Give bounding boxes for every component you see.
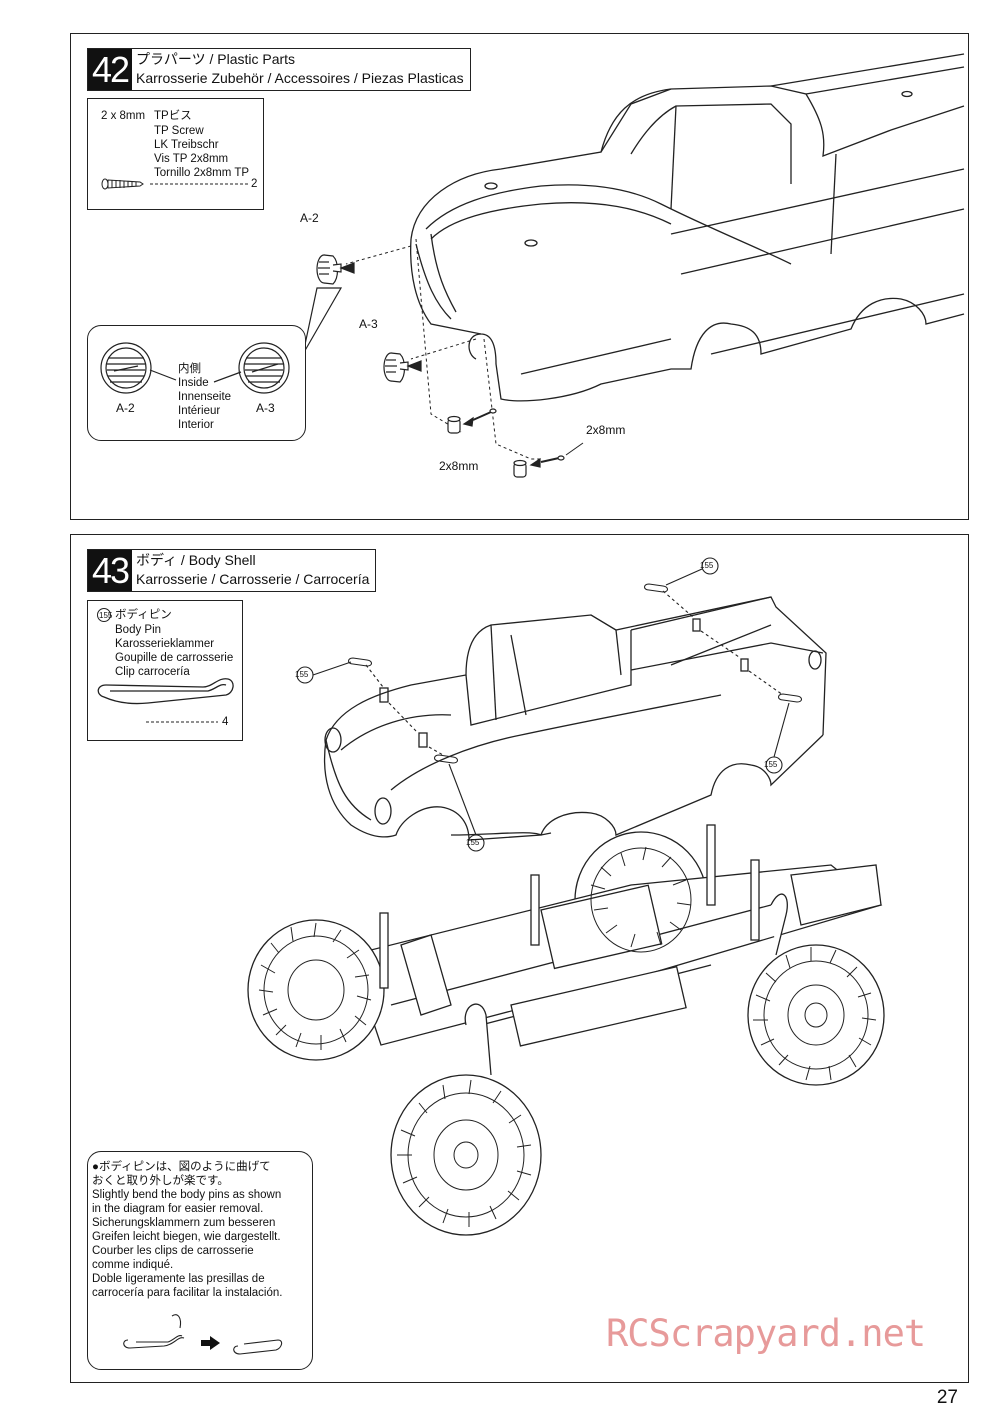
step-42-panel: 42 プラパーツ / Plastic Parts Karrosserie Zub…: [70, 33, 969, 520]
callout-a2-label: A-2: [116, 401, 135, 415]
step-43-panel: 43 ボディ / Body Shell Karrosserie / Carros…: [70, 534, 969, 1383]
parts-box-screw: 2 x 8mm TPビス TP Screw LK Treibschr Vis T…: [87, 98, 264, 210]
step-42-header: 42 プラパーツ / Plastic Parts Karrosserie Zub…: [87, 48, 471, 91]
step-43-header: 43 ボディ / Body Shell Karrosserie / Carros…: [87, 549, 377, 592]
inside-label-jp: 内側: [178, 363, 201, 375]
step-title-jp-en: プラパーツ / Plastic Parts: [136, 51, 296, 67]
inside-label-en: Inside: [178, 377, 209, 389]
plastic-parts-illustration: [302, 53, 965, 478]
note-line: comme indiqué.: [92, 1259, 174, 1271]
screw-label-left: 2x8mm: [439, 459, 479, 473]
part-name-fr: Goupille de carrosserie: [115, 652, 234, 664]
watermark: RCScrapyard.net: [606, 1312, 926, 1355]
note-line: ●ボディピンは、図のように曲げて: [92, 1161, 271, 1173]
body-shell-illustration: [247, 557, 885, 1236]
inside-view-icons: [100, 342, 290, 394]
part-name-jp: ボディピン: [115, 609, 172, 621]
callout-a3-label: A-3: [256, 401, 275, 415]
note-line: Doble ligeramente las presillas de: [92, 1273, 265, 1285]
note-line: in the diagram for easier removal.: [92, 1203, 264, 1215]
part-name-jp: TPビス: [154, 110, 192, 122]
part-a2-label: A-2: [300, 211, 319, 225]
pin-callout-3: 155: [764, 760, 778, 769]
part-name-de: Karosserieklammer: [115, 638, 215, 650]
inside-callout: 内側 Inside Innenseite Intérieur Interior …: [87, 325, 306, 441]
step-title-jp-en: ボディ / Body Shell: [136, 552, 256, 568]
pin-callout-2: 155: [700, 561, 714, 570]
part-quantity: 2: [251, 178, 258, 190]
note-line: carrocería para facilitar la instalación…: [92, 1287, 283, 1299]
inside-label-fr: Intérieur: [178, 405, 221, 417]
pin-callout-1: 155: [295, 670, 309, 679]
part-name-de: LK Treibschr: [154, 139, 219, 151]
step-number: 42: [88, 49, 132, 90]
part-name-es: Tornillo 2x8mm TP: [154, 167, 250, 179]
note-line: Greifen leicht biegen, wie dargestellt.: [92, 1231, 281, 1243]
step-title-eu: Karrosserie / Carrosserie / Carrocería: [136, 571, 370, 587]
note-line: Sicherungsklammern zum besseren: [92, 1217, 276, 1229]
step-title-eu: Karrosserie Zubehör / Accessoires / Piez…: [136, 70, 464, 86]
inside-label-de: Innenseite: [178, 391, 232, 403]
body-pin-icon: [97, 608, 234, 723]
screw-size: 2 x 8mm: [101, 110, 146, 122]
parts-box-body-pin: 155 ボディピン Body Pin Karosserieklammer Gou…: [87, 600, 243, 741]
part-name-fr: Vis TP 2x8mm: [154, 153, 229, 165]
part-a3-label: A-3: [359, 317, 378, 331]
note-line: Courber les clips de carrosserie: [92, 1245, 254, 1257]
note-line: おくと取り外しが楽です。: [92, 1175, 229, 1187]
screw-label-right: 2x8mm: [586, 423, 626, 437]
part-name-en: Body Pin: [115, 624, 162, 636]
screw-icon: [101, 178, 248, 190]
part-number: 155: [99, 611, 113, 620]
bend-pin-note: ●ボディピンは、図のように曲げて おくと取り外しが楽です。 Slightly b…: [87, 1151, 313, 1370]
part-name-en: TP Screw: [154, 125, 204, 137]
step-number: 43: [88, 550, 132, 591]
part-quantity: 4: [222, 716, 229, 728]
note-line: Slightly bend the body pins as shown: [92, 1189, 282, 1201]
part-name-es: Clip carrocería: [115, 666, 190, 678]
inside-label-es: Interior: [178, 419, 214, 431]
bend-diagram: [123, 1314, 283, 1355]
pin-callout-4: 155: [466, 838, 480, 847]
page-number: 27: [936, 1387, 958, 1408]
